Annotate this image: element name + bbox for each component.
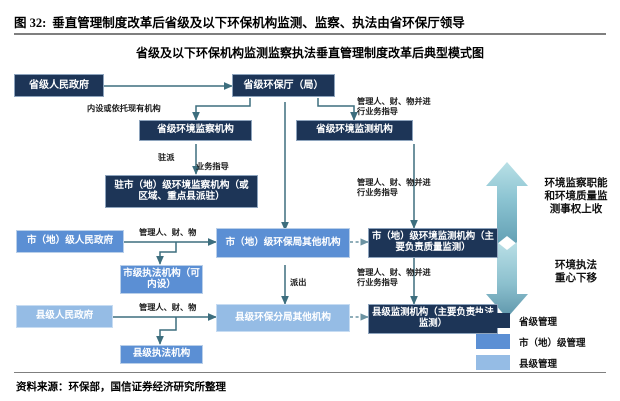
downward-trend-arrow [486, 242, 528, 318]
node-county-enforcement-agency[interactable]: 县级执法机构 [120, 345, 203, 364]
node-provincial-epa[interactable]: 省级环保厅（局） [232, 74, 335, 97]
legend-label-provincial: 省级管理 [519, 317, 558, 328]
edge-label-stationed: 驻派 [158, 153, 175, 162]
node-provincial-government[interactable]: 省级人民政府 [14, 74, 104, 97]
figure-header: 图 32: 垂直管理制度改革后省级及以下环保机构监测、监察、执法由省环保厅领导 [14, 8, 606, 34]
legend-swatch-county [476, 355, 510, 370]
node-provincial-monitoring-agency[interactable]: 省级环境监测机构 [296, 120, 413, 141]
edge-label-manage-and-guide-provincial: 管理人、财、物并进 行业务指导 [357, 97, 431, 116]
flow-diagram: 省级人民政府 省级环保厅（局） 省级环境监察机构 省级环境监测机构 驻市（地）级… [0, 62, 620, 370]
node-county-government[interactable]: 县级人民政府 [16, 305, 113, 328]
node-city-epa[interactable]: 市（地）级环保局其他机构 [216, 228, 350, 258]
legend-item-city: 市（地）级管理 [476, 333, 616, 350]
node-stationed-city-supervision-agency[interactable]: 驻市（地）级环境监察机构（或区域、重点县派驻） [105, 175, 258, 208]
source-note: 资料来源：环保部，国信证券经济研究所整理 [16, 382, 226, 393]
legend-label-county: 县级管理 [519, 359, 558, 370]
legend-item-county: 县级管理 [476, 354, 616, 371]
annotation-downward-enforcement: 环境执法 重心下移 [555, 260, 597, 285]
figure-title: 垂直管理制度改革后省级及以下环保机构监测、监察、执法由省环保厅领导 [52, 15, 465, 30]
node-city-enforcement-agency[interactable]: 市级执法机构（可内设） [120, 265, 203, 294]
edge-label-manage-and-guide-city: 管理人、财、物并进 行业务指导 [357, 178, 431, 197]
diagram-connectors [103, 82, 528, 345]
node-city-government[interactable]: 市（地）级人民政府 [16, 230, 124, 253]
edge-label-dispatch: 派出 [290, 278, 307, 287]
edge-label-internal-or-existing: 内设或依托现有机构 [87, 104, 161, 113]
legend-label-city: 市（地）级管理 [519, 338, 586, 349]
figure-number: 图 32: [14, 15, 47, 30]
edge-label-business-guidance: 业务指导 [196, 162, 229, 171]
edge-label-manage-and-guide-county: 管理人、财、物并进 行业务指导 [357, 268, 431, 287]
legend: 省级管理 市（地）级管理 县级管理 [476, 312, 616, 375]
node-provincial-supervision-agency[interactable]: 省级环境监察机构 [139, 120, 252, 141]
edge-label-manage-county: 管理人、财、物 [139, 303, 197, 312]
legend-swatch-provincial [476, 313, 510, 328]
upward-trend-arrow [486, 162, 528, 244]
node-city-monitoring-agency[interactable]: 市（地）级环境监测机构（主要负责质量监测） [368, 228, 498, 258]
header-divider [14, 33, 606, 35]
legend-swatch-city [476, 334, 510, 349]
footer-divider [14, 372, 606, 374]
edge-label-manage-city: 管理人、财、物 [139, 228, 197, 237]
legend-item-provincial: 省级管理 [476, 312, 616, 329]
node-county-epa[interactable]: 县级环保分局其他机构 [216, 304, 350, 332]
chart-title: 省级及以下环保机构监测监察执法垂直管理制度改革后典型模式图 [135, 46, 484, 60]
annotation-upward-centralization: 环境监察职能 和环境质量监 测事权上收 [544, 178, 608, 216]
